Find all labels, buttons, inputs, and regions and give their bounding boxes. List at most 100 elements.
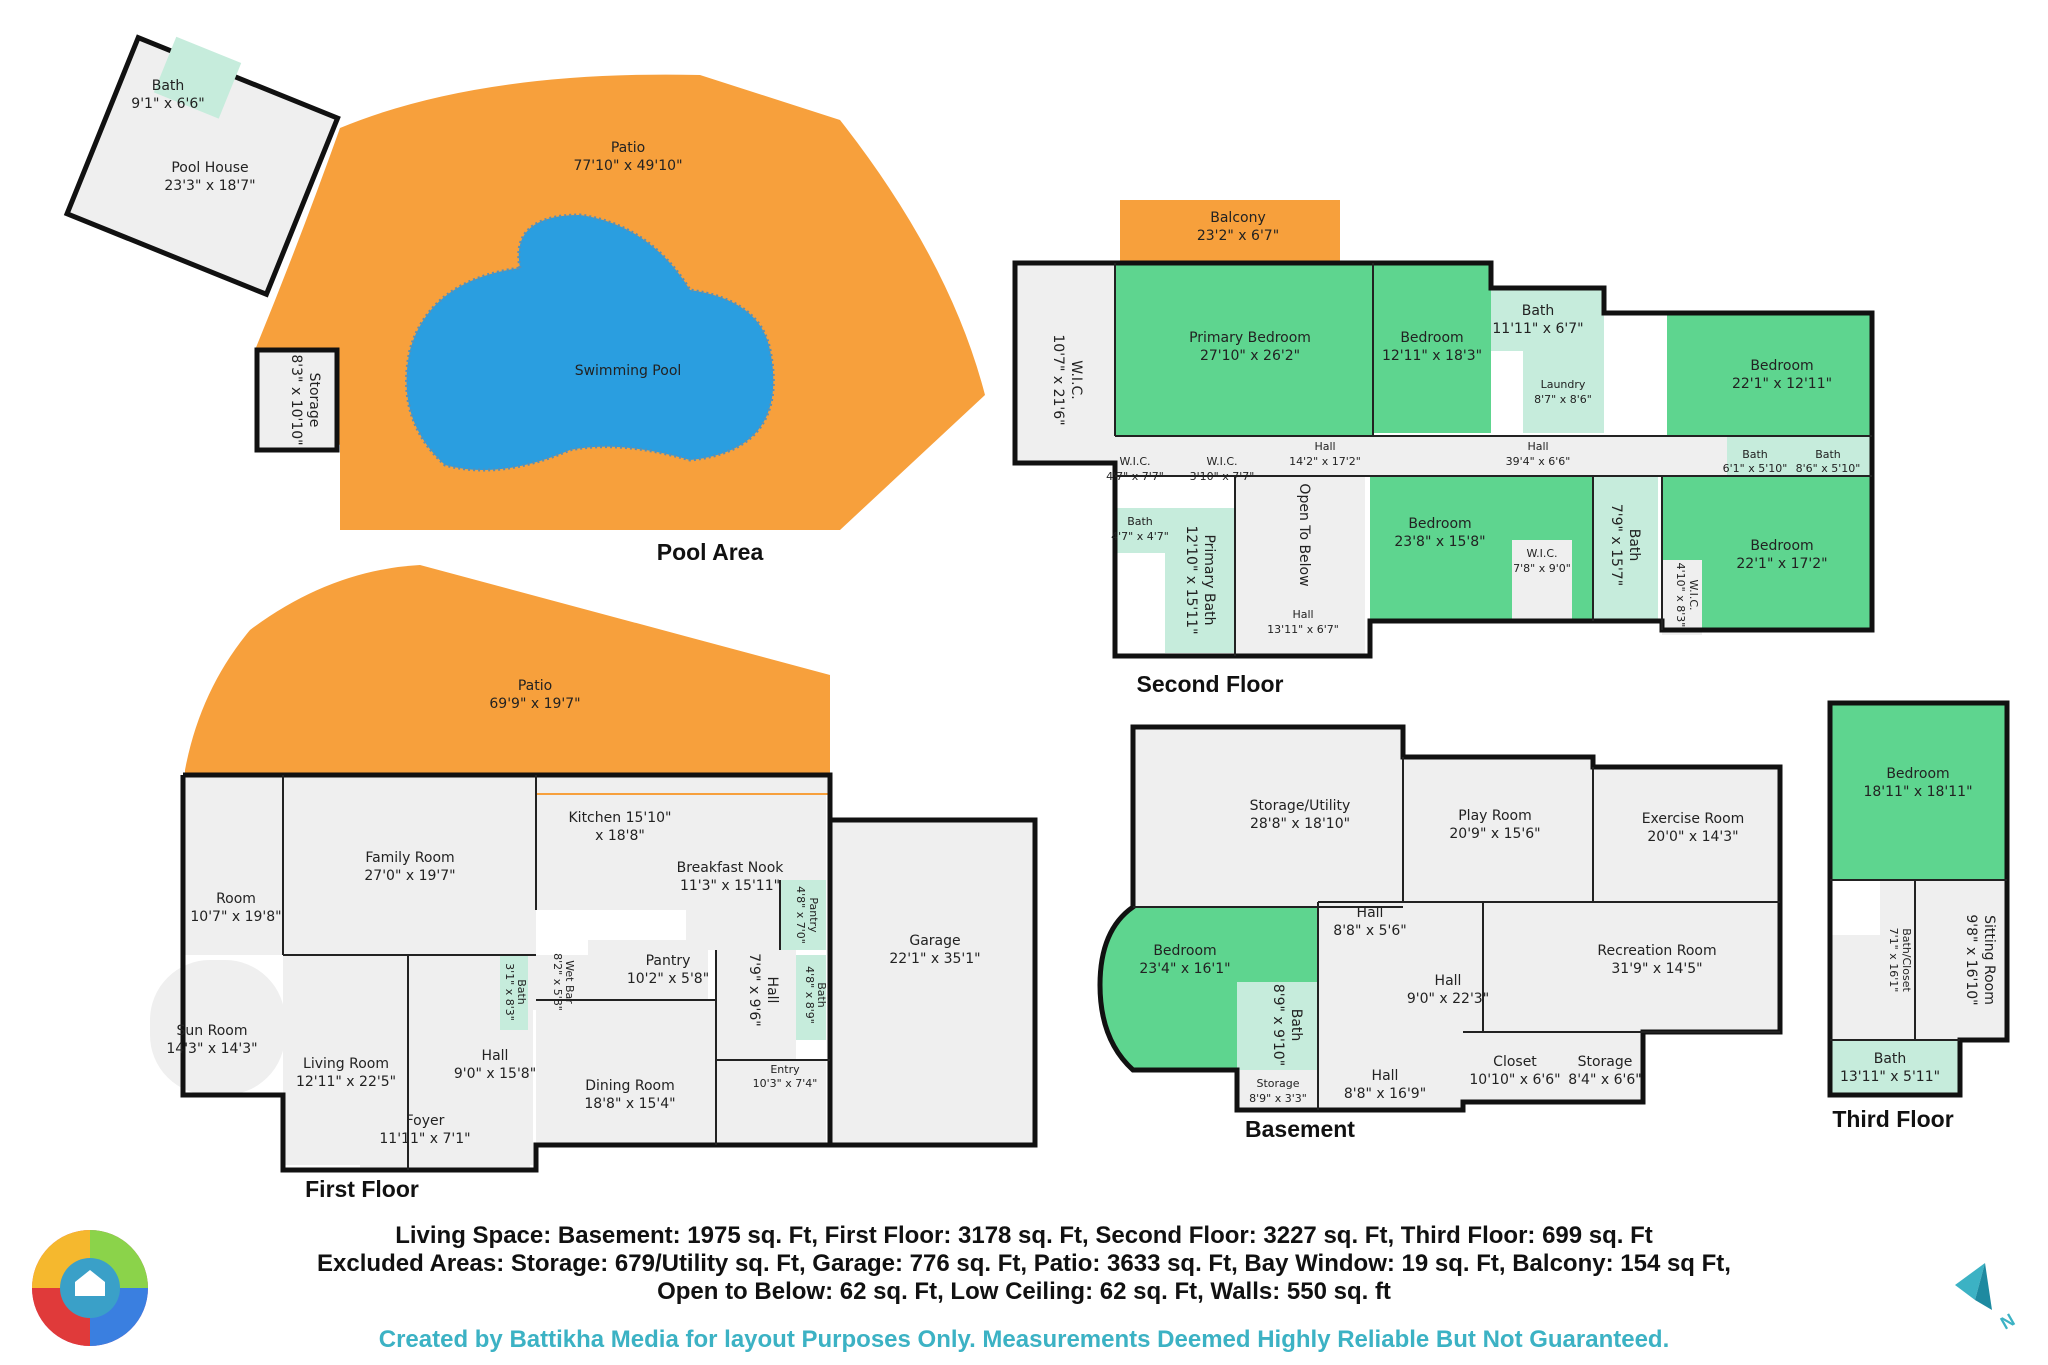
storage-utility — [1133, 727, 1403, 907]
garage-name: Garage — [909, 933, 960, 949]
entry — [716, 1060, 826, 1145]
wic-second-c-name: W.I.C. — [1206, 455, 1237, 468]
family-room-name: Family Room — [365, 850, 454, 866]
hall-first-b-dims: 7'9" x 9'6" — [746, 953, 762, 1026]
kitchen-dims: x 18'8" — [595, 828, 645, 844]
bedroom-second-d-name: Bedroom — [1750, 538, 1813, 554]
balcony — [1120, 200, 1340, 263]
basement-bedroom-dims: 23'4" x 16'1" — [1139, 961, 1230, 977]
hall-second-a-name: Hall — [1314, 440, 1335, 453]
living-room-name: Living Room — [303, 1056, 389, 1072]
bedroom-second-a-dims: 12'11" x 18'3" — [1382, 348, 1482, 364]
hall-first-b — [716, 950, 796, 1060]
bath-second-a-name: Bath — [1522, 303, 1555, 319]
hall-second-c-name: Hall — [1292, 608, 1313, 621]
bath-basement-name: Bath — [1288, 1009, 1304, 1042]
pantry — [588, 940, 708, 1000]
swimming-pool-name: Swimming Pool — [575, 363, 682, 379]
wic-second-d-dims: 7'8" x 9'0" — [1513, 562, 1571, 575]
wet-bar-dims: 8'2" x 5'8" — [551, 953, 564, 1011]
garage-dims: 22'1" x 35'1" — [889, 951, 980, 967]
pool-storage-dims: 8'3" x 10'10" — [288, 354, 304, 445]
hall-second-b-name: Hall — [1527, 440, 1548, 453]
primary-bath-dims: 12'10" x 15'11" — [1183, 525, 1199, 634]
wic-second-e-name: W.I.C. — [1687, 579, 1700, 610]
pool-patio-dims: 77'10" x 49'10" — [573, 158, 682, 174]
area-summary: Living Space: Basement: 1975 sq. Ft, Fir… — [0, 1222, 2048, 1306]
garage — [830, 820, 1035, 1145]
bath-closet-third-dims: 7'1" x 16'1" — [1887, 928, 1900, 993]
bath-second-e-name: Bath — [1626, 529, 1642, 562]
first-floor-patio — [185, 565, 830, 795]
bath-second-e-dims: 7'9" x 15'7" — [1608, 504, 1624, 586]
pool-area: Bath 9'1" x 6'6" Pool House 23'3" x 18'7… — [63, 34, 985, 565]
bedroom-second-c-dims: 23'8" x 15'8" — [1394, 534, 1485, 550]
recreation-room — [1483, 902, 1780, 1032]
sitting-room-dims: 9'8" x 16'10" — [1963, 914, 1979, 1005]
pool-house-bath — [153, 36, 242, 119]
wic-second-d — [1512, 540, 1572, 620]
breakfast-dims: 11'3" x 15'11" — [680, 878, 780, 894]
bath-first-a-dims: 3'1" x 8'3" — [503, 963, 516, 1021]
wic-second-e — [1662, 560, 1702, 635]
wic-second-b-dims: 4'7" x 7'7" — [1106, 470, 1164, 483]
brand-logo — [32, 1230, 148, 1346]
bath-third-dims: 13'11" x 5'11" — [1840, 1069, 1940, 1085]
recreation-dims: 31'9" x 14'5" — [1611, 961, 1702, 977]
wic-second-a — [1015, 263, 1115, 463]
storage-utility-name: Storage/Utility — [1250, 798, 1351, 814]
hall-basement-c-dims: 8'8" x 16'9" — [1344, 1086, 1426, 1102]
storage-basement-dims: 8'4" x 6'6" — [1568, 1072, 1641, 1088]
laundry-name: Laundry — [1541, 378, 1586, 391]
room-left — [183, 775, 283, 955]
bedroom-second-c-name: Bedroom — [1408, 516, 1471, 532]
primary-bath — [1165, 508, 1235, 653]
entry-name: Entry — [770, 1063, 800, 1076]
dining-dims: 18'8" x 15'4" — [584, 1096, 675, 1112]
wet-bar-name: Wet Bar — [563, 960, 576, 1004]
bath-second-a-dims: 11'11" x 6'7" — [1492, 321, 1583, 337]
hall-first-b-name: Hall — [764, 977, 780, 1004]
storage-utility-dims: 28'8" x 18'10" — [1250, 816, 1350, 832]
wic-second-c-dims: 3'10" x 7'7" — [1190, 470, 1255, 483]
third-floor-title: Third Floor — [1832, 1106, 1953, 1132]
dining-name: Dining Room — [585, 1078, 675, 1094]
pool-house-bath-dims: 9'1" x 6'6" — [131, 96, 204, 112]
foyer-dims: 11'11" x 7'1" — [379, 1131, 470, 1147]
hall-second-a-dims: 14'2" x 17'2" — [1289, 455, 1361, 468]
kitchen-name: Kitchen 15'10" — [569, 810, 672, 826]
foyer — [360, 1110, 530, 1170]
storage-basement — [1566, 1032, 1643, 1102]
open-to-below — [1235, 476, 1365, 656]
play-room-dims: 20'9" x 15'6" — [1449, 826, 1540, 842]
first-floor-title: First Floor — [305, 1176, 419, 1202]
hall-basement-c — [1318, 962, 1463, 1110]
sitting-room — [1915, 880, 2007, 1040]
pool-house-name: Pool House — [171, 160, 248, 176]
hall-basement-b-dims: 9'0" x 22'3" — [1407, 991, 1489, 1007]
bedroom-second-a — [1373, 263, 1491, 433]
summary-line-1: Living Space: Basement: 1975 sq. Ft, Fir… — [395, 1222, 1653, 1249]
hall-basement-b-name: Hall — [1435, 973, 1462, 989]
hall-second-c-dims: 13'11" x 6'7" — [1267, 623, 1339, 636]
wic-second-b-name: W.I.C. — [1119, 455, 1150, 468]
hall-basement-a-dims: 8'8" x 5'6" — [1333, 923, 1406, 939]
pantry-small-dims: 4'8" x 7'0" — [794, 886, 807, 944]
first-patio-name: Patio — [518, 678, 552, 694]
recreation-name: Recreation Room — [1597, 943, 1716, 959]
wic-second-a-dims: 10'7" x 21'6" — [1050, 334, 1066, 425]
pantry-small-name: Pantry — [807, 897, 820, 933]
hall-basement-a-name: Hall — [1357, 905, 1384, 921]
bath-second-d-name: Bath — [1127, 515, 1153, 528]
storage-basement-small-name: Storage — [1256, 1077, 1299, 1090]
summary-line-3: Open to Below: 62 sq. Ft, Low Ceiling: 6… — [657, 1278, 1391, 1305]
swimming-pool — [405, 213, 775, 472]
room-left-dims: 10'7" x 19'8" — [190, 909, 281, 925]
bath-second-d-dims: 4'7" x 4'7" — [1111, 530, 1169, 543]
balcony-name: Balcony — [1210, 210, 1266, 226]
bath-second-c-dims: 8'6" x 5'10" — [1796, 462, 1861, 475]
living-room-dims: 12'11" x 22'5" — [296, 1074, 396, 1090]
storage-basement-small-dims: 8'9" x 3'3" — [1249, 1092, 1307, 1105]
bath-first-b — [796, 955, 826, 1040]
sun-room-name: Sun Room — [177, 1023, 248, 1039]
